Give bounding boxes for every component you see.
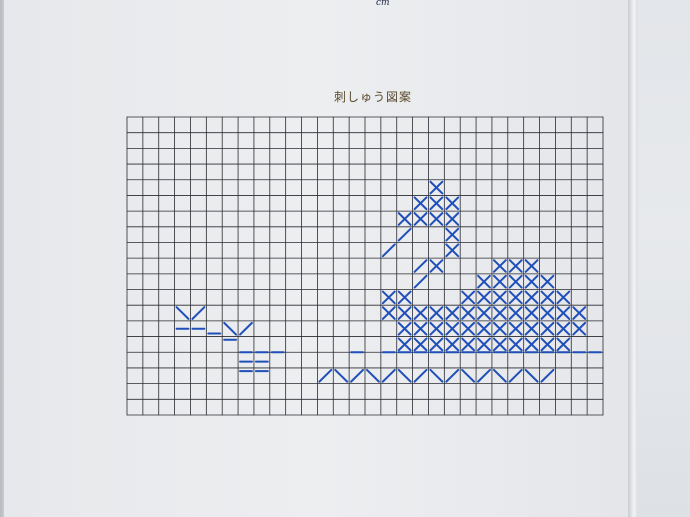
cross-stitch — [381, 306, 396, 320]
cross-stitch — [397, 321, 412, 336]
cross-stitch — [397, 212, 412, 226]
cross-stitch — [413, 337, 428, 352]
half-stitch — [461, 368, 476, 383]
half-stitch — [223, 321, 238, 336]
half-stitch — [413, 259, 428, 273]
half-stitch — [540, 368, 555, 383]
cross-stitch — [429, 306, 444, 320]
cross-stitch — [492, 259, 507, 273]
cross-stitch — [445, 227, 460, 242]
cross-stitch — [445, 306, 460, 320]
cross-stitch — [477, 337, 491, 352]
cross-stitch — [413, 196, 428, 211]
cross-stitch — [429, 337, 444, 352]
cross-stitch — [477, 274, 491, 289]
cross-stitch — [540, 306, 555, 320]
half-stitch — [175, 306, 190, 320]
cross-stitch — [540, 274, 555, 289]
cross-stitch — [477, 321, 491, 336]
half-stitch — [239, 321, 253, 336]
cross-stitch — [572, 321, 587, 336]
cross-stitch — [445, 196, 460, 211]
half-stitch — [445, 368, 460, 383]
cross-stitch — [445, 321, 460, 336]
cross-stitch — [492, 321, 507, 336]
corner-mark: cm — [376, 0, 390, 8]
cross-stitch — [461, 337, 476, 352]
half-stitch — [366, 368, 380, 383]
cross-stitch — [461, 321, 476, 336]
half-stitch — [350, 368, 364, 383]
half-stitch — [413, 274, 428, 289]
half-stitch — [429, 368, 444, 383]
cross-stitch — [397, 290, 412, 305]
cross-stitch — [508, 306, 523, 320]
cross-stitch — [381, 290, 396, 305]
cross-stitch — [429, 212, 444, 226]
cross-stitch — [540, 337, 555, 352]
half-stitch — [413, 368, 428, 383]
cross-stitch — [461, 290, 476, 305]
cross-stitch — [413, 306, 428, 320]
cross-stitch — [556, 337, 571, 352]
cross-stitch — [429, 180, 444, 195]
half-stitch — [524, 368, 539, 383]
cross-stitch — [524, 274, 539, 289]
cross-stitch — [413, 212, 428, 226]
half-stitch — [334, 368, 349, 383]
half-stitch — [477, 368, 491, 383]
cross-stitch — [556, 290, 571, 305]
cross-stitch — [508, 290, 523, 305]
half-stitch — [191, 306, 206, 320]
cross-stitch — [508, 274, 523, 289]
book-gutter — [628, 0, 638, 517]
cross-stitch — [492, 274, 507, 289]
cross-stitch — [572, 306, 587, 320]
half-stitch — [492, 368, 507, 383]
embroidery-grid — [126, 116, 604, 416]
cross-stitch — [492, 337, 507, 352]
cross-stitch — [429, 321, 444, 336]
cross-stitch — [477, 290, 491, 305]
half-stitch — [397, 227, 412, 242]
cross-stitch — [508, 259, 523, 273]
cross-stitch — [445, 337, 460, 352]
cross-stitch — [445, 243, 460, 258]
cross-stitch — [429, 259, 444, 273]
cross-stitch — [397, 337, 412, 352]
cross-stitch — [524, 306, 539, 320]
cross-stitch — [397, 306, 412, 320]
cross-stitch — [429, 196, 444, 211]
cross-stitch — [461, 306, 476, 320]
pattern-title: 刺しゅう図案 — [333, 90, 412, 104]
cross-stitch — [413, 321, 428, 336]
half-stitch — [508, 368, 523, 383]
half-stitch — [318, 368, 333, 383]
cross-stitch — [508, 337, 523, 352]
cross-stitch — [556, 306, 571, 320]
cross-stitch — [524, 259, 539, 273]
half-stitch — [381, 243, 396, 258]
cross-stitch — [540, 290, 555, 305]
half-stitch — [381, 368, 396, 383]
cross-stitch — [477, 306, 491, 320]
cross-stitch — [524, 321, 539, 336]
cross-stitch — [524, 337, 539, 352]
cross-stitch — [508, 321, 523, 336]
cross-stitch — [524, 290, 539, 305]
cross-stitch — [556, 321, 571, 336]
cross-stitch — [540, 321, 555, 336]
cross-stitch — [492, 306, 507, 320]
half-stitch — [397, 368, 412, 383]
cross-stitch — [445, 212, 460, 226]
cross-stitch — [492, 290, 507, 305]
